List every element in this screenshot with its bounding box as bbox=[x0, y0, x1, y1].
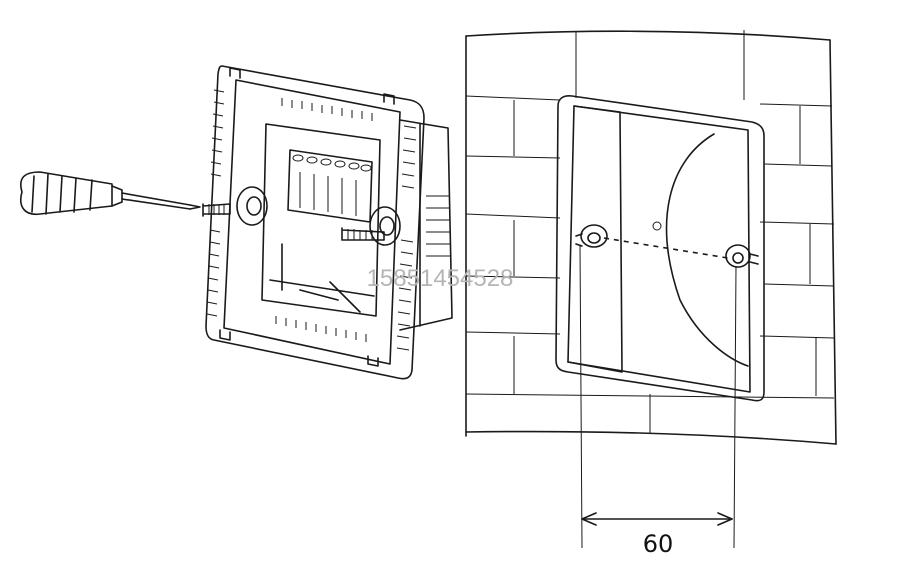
screw-left bbox=[202, 203, 231, 217]
wall bbox=[465, 30, 837, 445]
back-plate bbox=[205, 65, 453, 380]
watermark-text: 15851454528 bbox=[367, 265, 514, 292]
screw-right bbox=[341, 227, 385, 241]
dimension-60: 60 bbox=[579, 245, 737, 558]
dimension-label: 60 bbox=[643, 530, 674, 558]
screwdriver bbox=[20, 171, 201, 216]
wall-box bbox=[555, 95, 765, 402]
